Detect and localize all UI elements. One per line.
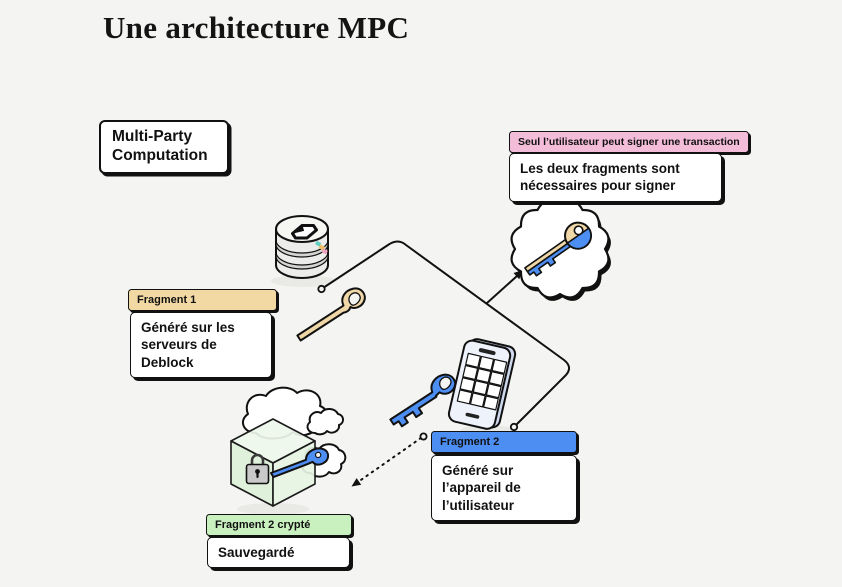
fragment2-tag: Fragment 2 [431,431,577,453]
combined-key-icon [524,221,593,277]
combine-connector-line [322,240,570,425]
fragment2-note: Généré sur l’appareil de l’utilisateur [431,455,577,521]
page-title: Une architecture MPC [103,10,410,45]
fragment2-key-icon [389,373,457,428]
cube-key-icon [270,447,330,479]
connector-start-dot [317,284,326,294]
mpc-box: Multi-Party Computation [99,120,229,174]
backup-dashed-arrow [351,432,428,487]
phone-icon [447,338,517,430]
fragment1-key-icon [296,287,366,342]
encrypted-cube-icon [230,418,316,507]
fragment1-tag: Fragment 1 [128,289,277,311]
deblock-logo-icon [291,224,318,240]
server-color-chips [315,240,328,255]
signing-constraint-tag: Seul l’utilisateur peut signer une trans… [509,131,749,153]
signing-key-badge-icon [510,199,611,301]
fragment2-crypte-tag: Fragment 2 crypté [206,514,352,536]
connector-end-dot [509,422,519,432]
server-database-icon [275,215,329,279]
padlock-icon [245,453,270,485]
fragment1-note: Généré sur les serveurs de Deblock [130,312,272,378]
ground-shadows [237,275,513,515]
cloud-icon [306,408,344,436]
saved-note: Sauvegardé [207,537,350,569]
signing-note: Les deux fragments sont nécessaires pour… [509,153,722,202]
